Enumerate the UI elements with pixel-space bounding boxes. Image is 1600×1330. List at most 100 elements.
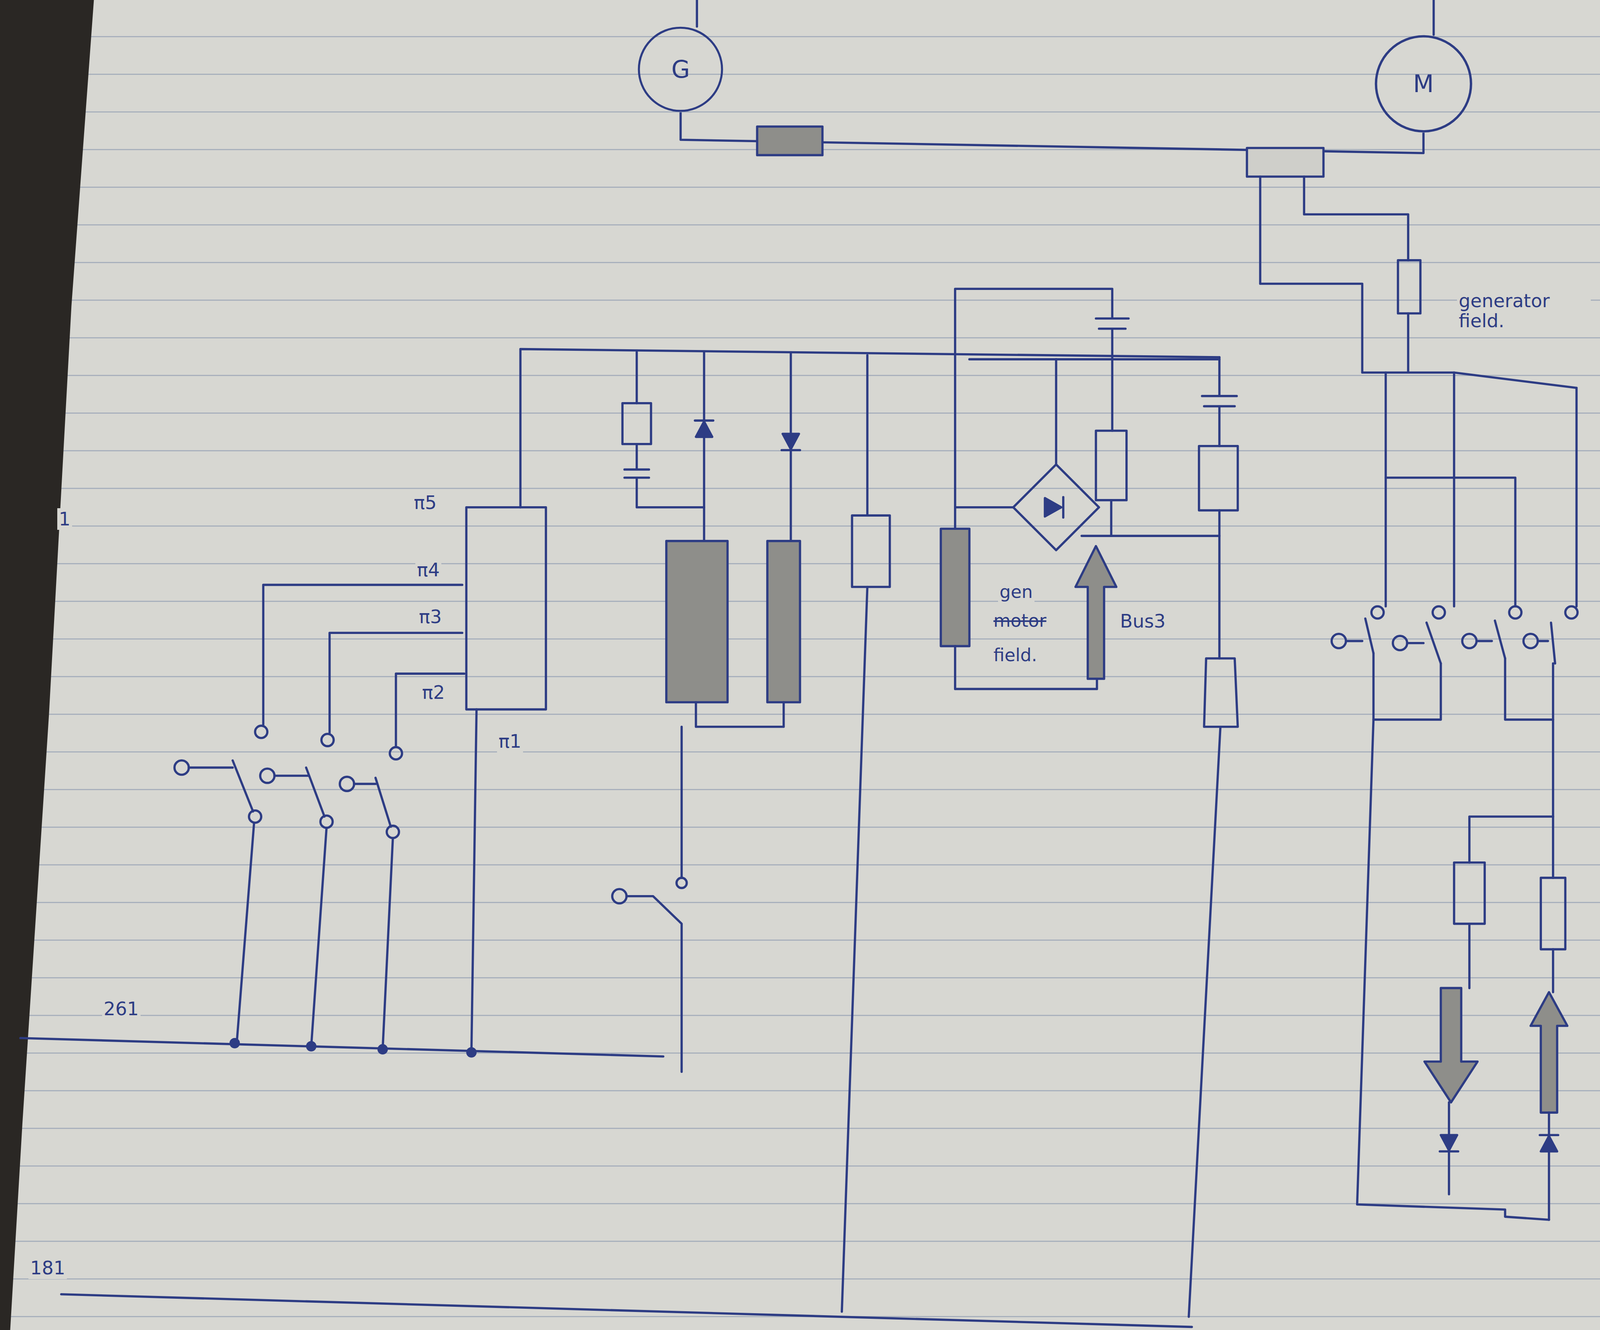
wire: [1453, 372, 1456, 607]
resistor-symbol: [1454, 862, 1485, 924]
capacitor-symbol: [1095, 318, 1129, 329]
circuit-label: π2: [420, 681, 447, 704]
wire: [702, 352, 706, 542]
wire: [1385, 372, 1516, 607]
wire: [471, 709, 477, 1052]
diode-bar: [781, 448, 801, 452]
wire: [1357, 719, 1550, 1220]
wire: [955, 506, 1014, 509]
machine-circle: G: [637, 26, 724, 113]
junction-dot: [378, 1045, 387, 1054]
wire: [1304, 176, 1409, 261]
switch-contact: [1392, 635, 1408, 651]
circuit-label: π3: [417, 605, 444, 628]
circuit-label: gen: [998, 581, 1035, 603]
switch-contact: [1565, 606, 1578, 619]
wire: [236, 822, 393, 1050]
circuit-label: generator field.: [1457, 289, 1591, 333]
switch-contact: [676, 877, 687, 888]
bridge-rectifier: [1013, 464, 1099, 551]
switch-contact: [1523, 633, 1538, 649]
circuit-label: field.: [991, 644, 1039, 666]
circuit-label: π4: [415, 559, 442, 582]
switch-contact: [320, 815, 333, 828]
wire: [1547, 1112, 1551, 1220]
wire: [1054, 359, 1058, 465]
switch-contact: [389, 747, 403, 760]
switch-contact: [255, 725, 268, 739]
wire: [520, 349, 1220, 508]
junction-dot: [467, 1048, 476, 1057]
switch-contact: [339, 776, 355, 792]
field-winding: [767, 541, 801, 703]
field-winding: [666, 541, 728, 703]
page-shadow: [0, 0, 94, 1330]
diode-symbol: [1044, 498, 1062, 517]
wire: [841, 587, 868, 1313]
wire: [188, 767, 376, 785]
circuit-label: π1: [497, 730, 524, 753]
resistor-symbol: [1199, 446, 1238, 511]
switch-contact: [1432, 606, 1446, 619]
wire: [1260, 176, 1577, 389]
diode-symbol: [696, 421, 713, 437]
arrow-symbol: [1530, 992, 1568, 1113]
wire: [1081, 534, 1220, 538]
wire: [955, 288, 1113, 529]
resistor-symbol: [851, 515, 890, 587]
machine-label: G: [671, 57, 691, 82]
wire: [1469, 816, 1554, 863]
switch-contact: [174, 760, 190, 775]
switch-contact: [1371, 606, 1384, 619]
circuit-label: π5: [412, 491, 439, 514]
switch-contact: [1462, 633, 1477, 649]
bus-line: [20, 1038, 664, 1057]
switch-contact: [1331, 633, 1347, 649]
switch-blade: [232, 760, 391, 828]
diode-bar: [694, 419, 714, 422]
switch-contact: [1509, 606, 1522, 619]
circuit-label: 1: [57, 508, 73, 531]
switch-blade: [1365, 618, 1556, 664]
circuit-label: motor: [991, 610, 1048, 632]
circle-outline: [1376, 36, 1472, 131]
diode-symbol: [1441, 1135, 1458, 1151]
resistor-symbol: [622, 403, 651, 445]
wire: [1468, 923, 1471, 989]
wire: [696, 702, 784, 727]
junction-box: [1246, 148, 1324, 177]
switch-contact: [612, 889, 627, 904]
switch-contact: [321, 734, 335, 747]
wire: [1575, 388, 1578, 607]
wire: [695, 0, 699, 27]
wire: [1218, 510, 1221, 659]
diode-bar: [1062, 497, 1065, 518]
machine-label: M: [1412, 71, 1434, 96]
bus-line: [61, 1294, 1192, 1328]
wire: [635, 352, 638, 403]
wire: [1551, 663, 1555, 878]
wire: [263, 584, 463, 725]
switch-blade: [626, 896, 682, 1072]
capacitor-symbol: [1201, 357, 1237, 447]
arrow-symbol: [1424, 988, 1478, 1103]
wire: [396, 673, 465, 747]
wire: [680, 726, 683, 878]
switch-contact: [260, 768, 275, 783]
capacitor-symbol: [624, 444, 705, 508]
field-winding: [940, 528, 970, 647]
wire: [1110, 500, 1113, 536]
arrow-symbol: [1075, 546, 1117, 679]
switch-contact: [249, 810, 262, 824]
machine-circle: M: [1374, 34, 1473, 133]
resistor-symbol: [1540, 877, 1566, 950]
diode-bar: [1439, 1150, 1459, 1153]
circle-outline: [639, 27, 723, 111]
diode-bar: [1539, 1133, 1559, 1137]
resistor-symbol: [756, 126, 823, 155]
fuse-symbol: [1203, 658, 1238, 727]
junction-dot: [307, 1042, 316, 1051]
circuit-label: Bus3: [1118, 610, 1168, 633]
circuit-label: 181: [28, 1257, 67, 1280]
